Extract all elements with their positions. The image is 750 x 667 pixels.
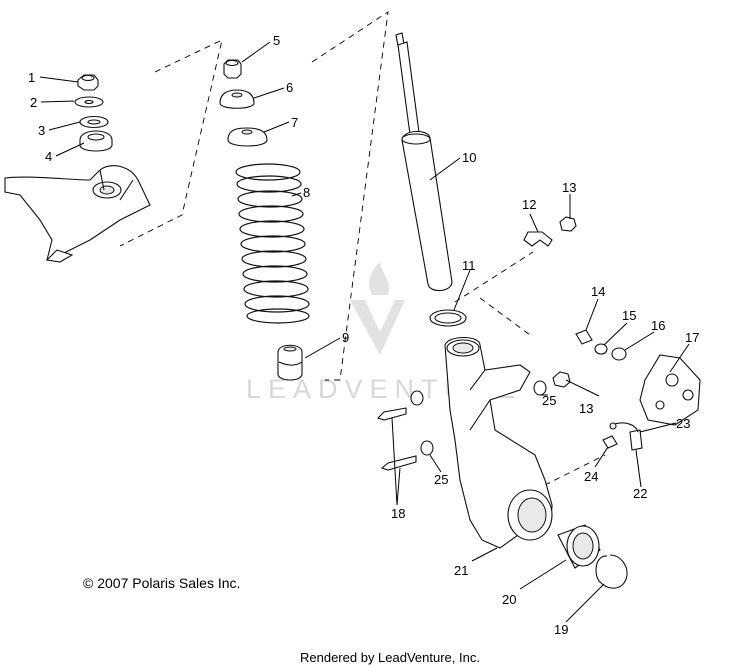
part-clip-12	[523, 231, 553, 247]
callout-20: 20	[502, 592, 516, 607]
callout-18: 18	[391, 506, 405, 521]
footer-text: Rendered by LeadVenture, Inc.	[300, 650, 480, 665]
callout-16: 16	[651, 318, 665, 333]
part-bolts-18	[376, 407, 417, 471]
callout-6: 6	[286, 80, 293, 95]
callout-13a: 13	[562, 180, 576, 195]
part-nut-1	[77, 74, 99, 91]
callout-4: 4	[45, 149, 52, 164]
callout-17: 17	[685, 330, 699, 345]
part-nut-5	[223, 59, 242, 79]
callout-25a: 25	[542, 393, 556, 408]
callout-23: 23	[676, 416, 690, 431]
callout-12: 12	[522, 197, 536, 212]
callout-15: 15	[622, 308, 636, 323]
callout-1: 1	[28, 70, 35, 85]
part-coil-spring-8	[235, 163, 310, 324]
part-bracket-22	[629, 429, 643, 451]
part-knuckle-21	[444, 336, 553, 549]
copyright-text: © 2007 Polaris Sales Inc.	[83, 575, 240, 591]
part-bolt-14	[575, 329, 593, 345]
callout-3: 3	[38, 123, 45, 138]
part-bushing-4	[79, 130, 113, 152]
leader-lines	[39, 41, 690, 623]
part-sensor-23	[609, 422, 639, 433]
callout-8: 8	[303, 185, 310, 200]
callout-14: 14	[591, 284, 605, 299]
part-nut-13b	[552, 371, 571, 388]
part-caliper-17	[639, 354, 701, 426]
callout-7: 7	[291, 115, 298, 130]
assembly-dash-lines	[119, 11, 606, 501]
callout-5: 5	[273, 33, 280, 48]
callout-10: 10	[462, 150, 476, 165]
callout-11: 11	[462, 258, 476, 273]
part-washer-16	[611, 347, 627, 361]
part-snap-ring-19	[595, 554, 628, 589]
part-retainer-6	[219, 89, 255, 109]
part-bearing-20	[557, 524, 601, 569]
callouts: 1 2 3 4 5 6 7 8 9 10 11 12 13 14 15 16 1…	[28, 33, 699, 637]
part-screw-24	[602, 435, 618, 449]
callout-21: 21	[454, 563, 468, 578]
watermark-logo	[350, 262, 405, 355]
part-washer-25b	[410, 390, 424, 406]
callout-9: 9	[342, 330, 349, 345]
callout-13b: 13	[579, 401, 593, 416]
part-upper-mount	[4, 165, 151, 263]
part-o-ring-11	[429, 309, 467, 327]
part-washer-15	[594, 343, 608, 355]
callout-2: 2	[30, 95, 37, 110]
callout-22: 22	[633, 486, 647, 501]
part-bump-stop-9	[277, 344, 303, 381]
part-washer-25c	[420, 440, 434, 456]
part-spring-seat-7	[227, 127, 268, 147]
part-shock-10	[395, 32, 453, 292]
callout-24: 24	[584, 469, 598, 484]
callout-19: 19	[554, 622, 568, 637]
callout-25b: 25	[434, 472, 448, 487]
part-nut-13a	[559, 216, 577, 232]
